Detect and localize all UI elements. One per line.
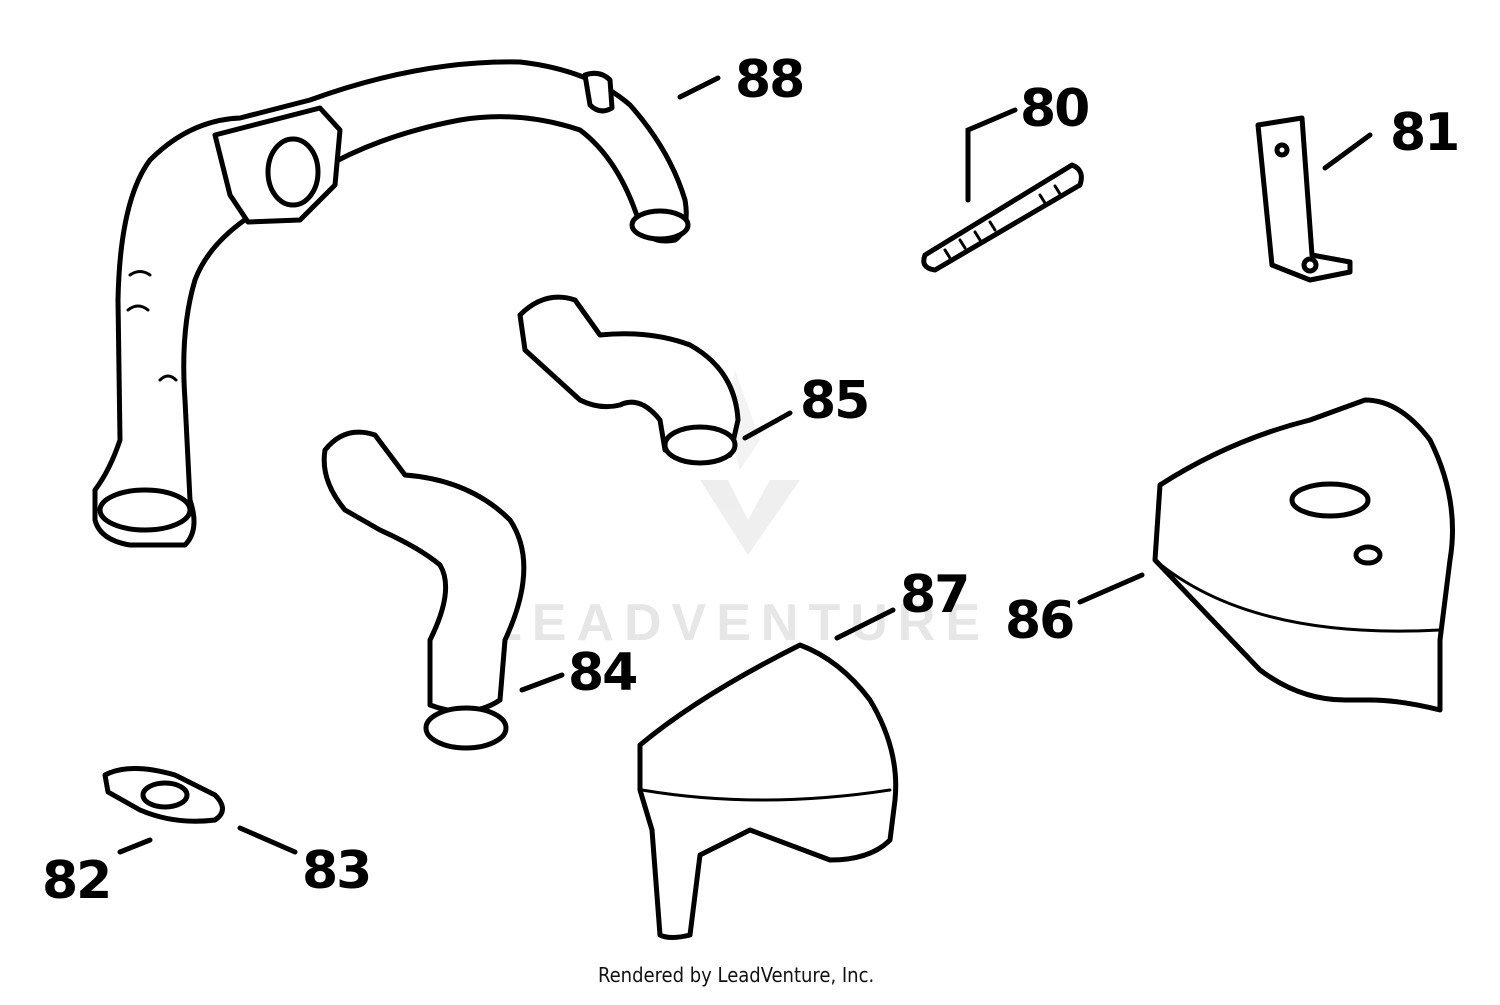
callout-87: 87: [900, 565, 968, 625]
part-85-pipe: [517, 294, 741, 466]
callout-85: 85: [800, 371, 868, 431]
callout-84: 84: [568, 643, 636, 703]
part-81-bracket: [1255, 115, 1353, 283]
part-87-shield: [637, 642, 899, 940]
callout-81: 81: [1390, 103, 1458, 163]
part-86-shield: [1152, 397, 1455, 713]
callout-80: 80: [1020, 79, 1088, 139]
part-88-manifold: [92, 59, 691, 548]
watermark-text: LEADVENTURE: [490, 594, 990, 652]
leader-lines: [117, 75, 1373, 855]
part-82-83-gasket: [102, 766, 225, 824]
callout-88: 88: [735, 50, 803, 110]
part-80-stud: [921, 162, 1084, 273]
credit-text: Rendered by LeadVenture, Inc.: [598, 963, 874, 987]
part-84-pipe: [321, 429, 527, 751]
callout-86: 86: [1005, 591, 1073, 651]
callout-82: 82: [42, 851, 110, 911]
callout-83: 83: [302, 841, 370, 901]
